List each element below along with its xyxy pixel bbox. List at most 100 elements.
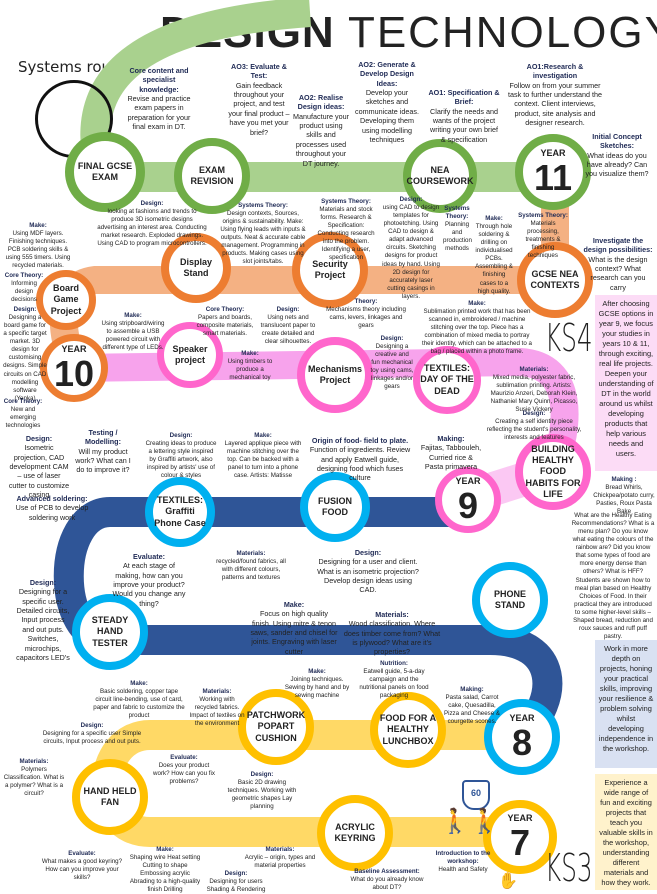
annotation: Testing / Modelling:Will my product work… (72, 428, 134, 475)
annotation-text: Materials and stock forms. Research & Sp… (317, 206, 375, 262)
annotation: Nutrition:Eatwell guide, 5-a-day campaig… (358, 660, 430, 700)
station-label: YEAR (509, 713, 535, 724)
annotation-heading: AO1: Specification & Brief: (428, 88, 500, 107)
annotation: Materials:Acrylic – origin, types and ma… (238, 846, 322, 870)
annotation-heading: Advanced soldering: (16, 494, 88, 503)
annotation: Make:Shaping wire Heat setting Cutting t… (128, 846, 202, 894)
annotation-text: Pasta salad, Carrot cake, Quesadilla, Pi… (443, 694, 501, 726)
annotation-text: Through hole soldering & drilling on ind… (475, 223, 513, 295)
annotation-heading: Make: (468, 300, 486, 307)
station-label: Speaker project (172, 343, 208, 365)
station-phone-stand: PHONE STAND (472, 562, 548, 638)
annotation-text: Designing for a specific user Simple cir… (42, 730, 142, 746)
annotation-heading: Nutrition: (380, 660, 408, 667)
year-number: 7 (509, 821, 531, 863)
station-label: FINAL GCSE EXAM (77, 160, 133, 182)
station-label: FOOD FOR A HEALTHY LUNCHBOX (379, 713, 437, 746)
annotation-heading: Evaluate: (68, 850, 96, 857)
annotation-text: Basic soldering, copper tape circuit lin… (93, 688, 185, 720)
annotation-heading: AO2: Generate & Develop Design Ideas: (358, 60, 416, 88)
annotation-text: Manufacture your product using skills an… (293, 111, 349, 168)
annotation-text: Function of ingredients. Review and appl… (309, 445, 411, 483)
annotation: Materials:Working with recycled fabrics.… (188, 688, 246, 728)
annotation-text: Eatwell guide, 5-a-day campaign and the … (359, 668, 429, 700)
annotation-text: Using nets and translucent paper to crea… (260, 314, 316, 346)
annotation-heading: Core Theory: (205, 306, 245, 313)
annotation: Core Theory:Papers and boards, composite… (195, 306, 255, 338)
annotation-text: Bread Whirls, Chickpea/potato curry, Pas… (593, 484, 655, 516)
station-label: YEAR (61, 344, 87, 355)
annotation-heading: Theory: (354, 298, 378, 305)
annotation-text: What are the Healthy Eating Recommendati… (571, 512, 655, 640)
annotation: Evaluate:At each stage of making, how ca… (110, 552, 188, 608)
station-security-project: Security Project (292, 232, 368, 308)
annotation-heading: Design: (25, 434, 53, 443)
station-label: TEXTILES: DAY OF THE DEAD (420, 363, 474, 396)
annotation-text: What makes a good keyring? How can you i… (41, 858, 123, 882)
annotation: Make:Through hole soldering & drilling o… (474, 215, 514, 296)
annotation-text: using CAD to design templates for photoe… (382, 204, 440, 300)
ks3-info-box: Experience a wide range of fun and excit… (595, 774, 657, 890)
station-label: BUILDING HEALTHY FOOD HABITS FOR LIFE (525, 443, 581, 499)
annotation-text: What is the design context? What researc… (588, 254, 648, 292)
annotation-heading: Materials: (265, 846, 295, 853)
annotation-text: Using timbers to produce a mechanical to… (227, 358, 273, 382)
annotation-text: Follow on from your summer task to furth… (508, 80, 602, 128)
annotation-text: looking at fashions and trends to produc… (97, 208, 207, 248)
annotation-text: What ideas do you have already? Can you … (585, 150, 649, 179)
annotation-text: Informing design decisions (11, 280, 37, 304)
station-label: Board Game Project (50, 283, 82, 316)
annotation: Theory:Mechanisms theory including cams,… (322, 298, 410, 330)
station-acrylic-keyring: ACRYLIC KEYRING (317, 795, 393, 871)
annotation-text: Mechanisms theory including cams, levers… (326, 306, 406, 330)
annotation: Systems Theory:Design contexts, Sources,… (218, 202, 308, 267)
annotation-heading: Design: (29, 578, 57, 587)
annotation-heading: Design: (13, 306, 37, 313)
station-display-stand: Display Stand (161, 233, 231, 303)
annotation: Making :Bread Whirls, Chickpea/potato cu… (592, 476, 656, 516)
station-textiles-day-of-dead: TEXTILES: DAY OF THE DEAD (413, 346, 481, 414)
annotation-heading: Origin of food- field to plate. (311, 436, 409, 445)
annotation-text: Use of PCB to develop soldering work (15, 503, 89, 522)
annotation: Making:Fajitas, Tabbouleh, Curried rice … (420, 434, 482, 471)
annotation: Evaluate:What makes a good keyring? How … (38, 850, 126, 882)
annotation-text: Joining techniques. Sewing by hand and b… (284, 676, 350, 700)
ks4-info-box: After choosing GCSE options in year 9, w… (595, 295, 657, 471)
annotation-heading: Systems Theory: (238, 202, 288, 209)
annotation-text: Isometric projection, CAD development CA… (8, 443, 70, 500)
badge-number: 60 (470, 788, 481, 798)
annotation-heading: Make: (29, 222, 47, 229)
annotation-text: Using stripboard/wiring to assemble a US… (101, 320, 165, 352)
annotation: Initial Concept Sketches:What ideas do y… (582, 132, 652, 179)
annotation-heading: Design: (250, 771, 274, 778)
annotation-heading: Evaluate: (133, 552, 165, 561)
annotation-heading: Design: (80, 722, 104, 729)
annotation-heading: Make: (241, 350, 259, 357)
station-speaker-project: Speaker project (157, 322, 223, 388)
annotation-heading: Systems Theory: (321, 198, 371, 205)
annotation-text: Creating ideas to produce a lettering st… (145, 440, 217, 480)
station-label: Security Project (312, 258, 348, 280)
station-textiles-graffiti-phone-case: TEXTILES: Graffiti Phone Case (145, 477, 215, 547)
annotation: Make:Using timbers to produce a mechanic… (226, 350, 274, 382)
annotation: Baseline Assessment:What do you already … (346, 868, 428, 892)
annotation-heading: Make: (254, 432, 272, 439)
annotation-text: Mixed media, polyester fabric, sublimati… (490, 374, 578, 414)
annotation-heading: Design: (224, 870, 248, 877)
annotation: Design:looking at fashions and trends to… (96, 200, 208, 248)
stop-hand-icon: ✋ (498, 873, 518, 890)
annotation-text: Basic 2D drawing techniques. Working wit… (227, 779, 297, 811)
annotation: Making:Pasta salad, Carrot cake, Quesadi… (440, 686, 504, 726)
annotation-heading: Make: (283, 600, 305, 609)
annotation: Make:Basic soldering, copper tape circui… (92, 680, 186, 720)
annotation-text: Creating a self identity piece reflectin… (486, 418, 582, 442)
annotation-heading: Investigate the design possibilities: (583, 236, 653, 255)
annotation-text: Fajitas, Tabbouleh, Curried rice & Pasta… (420, 443, 482, 472)
title-light: TECHNOLOGY (347, 8, 657, 57)
annotation-heading: Materials: (519, 366, 549, 373)
year-number: 11 (533, 156, 573, 198)
annotation-heading: Materials: (236, 550, 266, 557)
annotation-heading: Initial Concept Sketches: (592, 132, 642, 151)
annotation: Design:Creating a self identity piece re… (484, 410, 584, 442)
